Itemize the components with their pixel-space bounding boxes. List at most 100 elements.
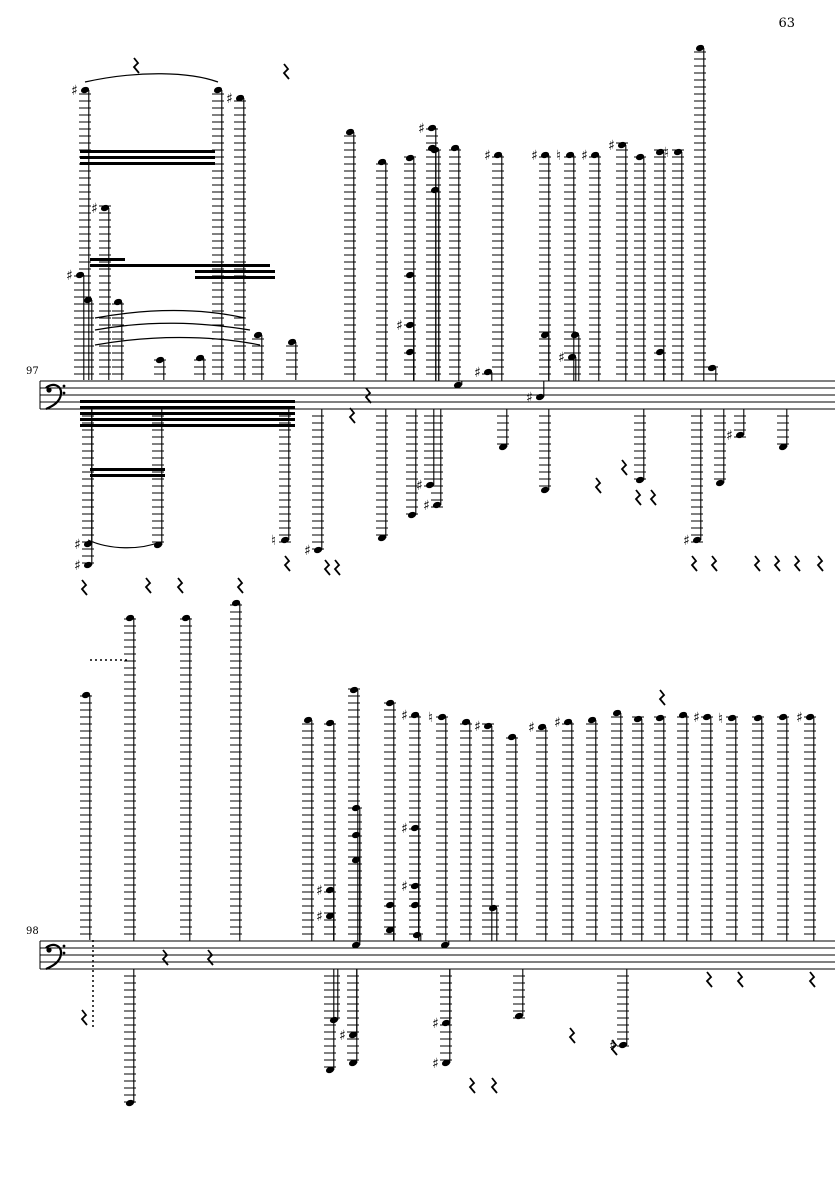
notehead: [345, 128, 355, 136]
natural-icon: ♮: [271, 533, 276, 549]
notehead: [540, 486, 550, 494]
notehead: [303, 716, 313, 724]
notehead: [410, 901, 420, 909]
sharp-icon: ♯: [316, 909, 323, 925]
quarter-rest-icon: [283, 555, 291, 572]
notehead: [351, 856, 361, 864]
notehead: [753, 714, 763, 722]
bass-clef-1: [45, 383, 66, 411]
notehead: [567, 353, 577, 361]
sharp-icon: ♯: [558, 350, 565, 366]
sharp-icon: ♯: [526, 390, 533, 406]
notehead: [618, 1041, 628, 1049]
sharp-icon: ♯: [71, 83, 78, 99]
notehead: [253, 331, 263, 339]
notehead: [325, 719, 335, 727]
quarter-rest-icon: [176, 577, 184, 594]
quarter-rest-icon: [282, 63, 290, 80]
rests-system-2: [80, 689, 816, 1094]
notehead: [348, 1059, 358, 1067]
staff-system-2: ♯♮♯♯♯♯♮♯♯♯♯♯♯♯♯♯: [39, 599, 835, 1107]
sharp-icon: ♯: [581, 148, 588, 164]
natural-icon: ♮: [718, 711, 723, 727]
quarter-rest-icon: [144, 577, 152, 594]
notehead: [325, 912, 335, 920]
sharp-icon: ♯: [91, 201, 98, 217]
natural-icon: ♮: [556, 148, 561, 164]
notehead: [125, 614, 135, 622]
sharp-icon: ♯: [608, 138, 615, 154]
notehead: [405, 271, 415, 279]
notehead: [81, 691, 91, 699]
slurs-1: [84, 73, 261, 549]
notehead: [453, 381, 463, 389]
quarter-rest-icon: [364, 387, 372, 404]
quarter-rest-icon: [753, 555, 761, 572]
notehead: [425, 481, 435, 489]
notehead: [412, 931, 422, 939]
notehead: [385, 901, 395, 909]
dotted-line-2: [90, 659, 128, 1030]
notehead: [540, 331, 550, 339]
notehead: [235, 94, 245, 102]
quarter-rest-icon: [348, 407, 356, 424]
notehead: [80, 86, 90, 94]
quarter-rest-icon: [658, 689, 666, 706]
quarter-rest-icon: [649, 489, 657, 506]
quarter-rest-icon: [323, 559, 331, 576]
quarter-rest-icon: [710, 555, 718, 572]
sharp-icon: ♯: [484, 148, 491, 164]
notehead: [325, 1066, 335, 1074]
quarter-rest-icon: [594, 477, 602, 494]
sharp-icon: ♯: [416, 478, 423, 494]
notehead: [377, 534, 387, 542]
quarter-rest-icon: [132, 57, 140, 74]
sharp-icon: ♯: [609, 1038, 616, 1054]
notehead: [498, 443, 508, 451]
notehead: [635, 476, 645, 484]
sharp-icon: ♯: [226, 91, 233, 107]
notehead: [778, 443, 788, 451]
notehead: [83, 296, 93, 304]
staff-lines-2: [40, 940, 835, 970]
quarter-rest-icon: [705, 971, 713, 988]
quarter-rest-icon: [634, 489, 642, 506]
sharp-icon: ♯: [423, 498, 430, 514]
notehead: [441, 1059, 451, 1067]
quarter-rest-icon: [80, 579, 88, 596]
notehead: [715, 479, 725, 487]
stems-system-2: [89, 603, 815, 1103]
notehead: [612, 709, 622, 717]
measure-number-system-1: 97: [26, 366, 39, 377]
notehead: [655, 714, 665, 722]
notehead: [507, 733, 517, 741]
staff-system-1: ♯♯♯♯♯♯♮♯♯♮♯♯♯♯♯♯♯♯♯♯♮♯♯: [39, 44, 835, 596]
ledger-lines-system-1: [74, 51, 789, 564]
sharp-icon: ♯: [74, 537, 81, 553]
page-number: 63: [778, 16, 795, 31]
notehead: [125, 1099, 135, 1107]
notehead: [348, 1031, 358, 1039]
sharp-icon: ♯: [401, 879, 408, 895]
sharp-icon: ♯: [66, 268, 73, 284]
sharp-icon: ♯: [396, 318, 403, 334]
notehead: [405, 348, 415, 356]
bass-clef-2: [45, 943, 66, 971]
notehead: [181, 614, 191, 622]
sharp-icon: ♯: [531, 148, 538, 164]
quarter-rest-icon: [490, 1077, 498, 1094]
notehead: [440, 941, 450, 949]
notehead: [153, 541, 163, 549]
quarter-rest-icon: [736, 971, 744, 988]
sharp-icon: ♯: [528, 720, 535, 736]
notehead: [75, 271, 85, 279]
quarter-rest-icon: [236, 577, 244, 594]
sharp-icon: ♯: [316, 883, 323, 899]
natural-icon: ♮: [664, 145, 669, 161]
staff-lines-1: [40, 380, 835, 410]
sharp-icon: ♯: [693, 710, 700, 726]
notehead: [655, 348, 665, 356]
notehead: [213, 86, 223, 94]
sharp-icon: ♯: [432, 1056, 439, 1072]
